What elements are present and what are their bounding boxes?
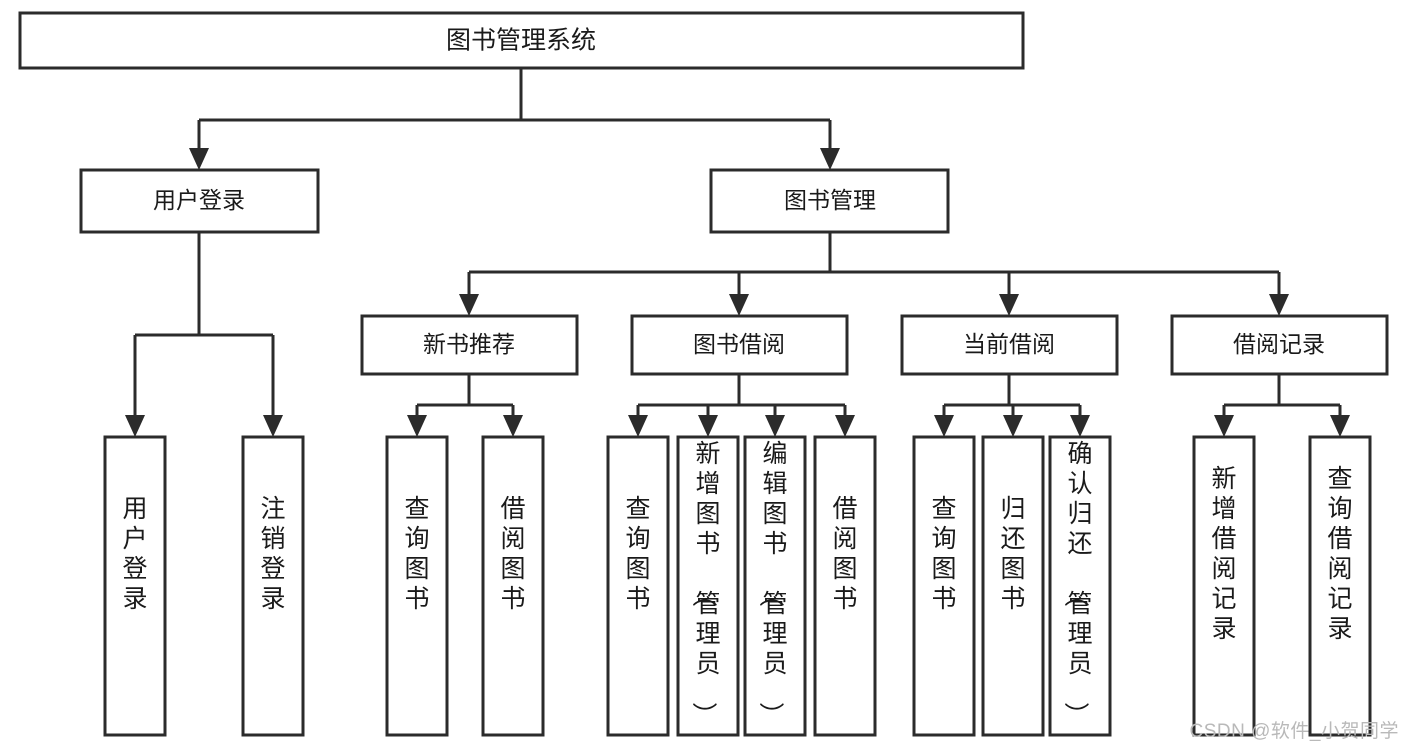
arrow-leaf-query-book-3 — [934, 415, 954, 437]
node-user-login[interactable]: 用户登录 — [79, 168, 320, 234]
leaf-add-borrow-record-box[interactable] — [1192, 435, 1256, 737]
arrow-leaf-query-book-2 — [628, 415, 648, 437]
leaf-user-login-label: 用户登录 — [122, 495, 147, 613]
connector-group-root — [189, 68, 840, 170]
leaf-borrow-book-1-label: 借阅图书 — [500, 495, 525, 613]
leaf-query-book-1-box[interactable] — [385, 435, 449, 737]
arrow-to-book-mgmt — [820, 148, 840, 170]
leaf-query-borrow-record[interactable]: 查询借阅记录 — [1308, 435, 1372, 737]
leaf-return-book-box[interactable] — [981, 435, 1045, 737]
leaf-query-book-3-label: 查询图书 — [931, 495, 956, 613]
leaf-add-borrow-record-label: 新增借阅记录 — [1211, 465, 1236, 643]
arrow-leaf-query-book-1 — [407, 415, 427, 437]
node-new-book-recommend-box[interactable] — [360, 314, 579, 376]
node-book-borrow-box[interactable] — [630, 314, 849, 376]
connector-group-user-login — [125, 232, 283, 437]
leaf-confirm-return-admin[interactable]: 确认归还（管理员） — [1048, 435, 1112, 737]
node-user-login-label: 用户登录 — [153, 187, 245, 213]
node-user-login-box[interactable] — [79, 168, 320, 234]
leaf-borrow-book-2[interactable]: 借阅图书 — [813, 435, 877, 737]
arrow-leaf-query-borrow-record — [1330, 415, 1350, 437]
leaf-return-book-label: 归还图书 — [1000, 495, 1025, 613]
leaf-borrow-book-2-box[interactable] — [813, 435, 877, 737]
leaf-query-book-2[interactable]: 查询图书 — [606, 435, 670, 737]
arrow-leaf-add-borrow-record — [1214, 415, 1234, 437]
node-book-borrow-label: 图书借阅 — [693, 331, 785, 357]
leaf-borrow-book-2-label: 借阅图书 — [832, 495, 857, 613]
node-book-management[interactable]: 图书管理 — [709, 168, 950, 234]
arrow-to-current-borrow — [999, 294, 1019, 316]
root-node-label: 图书管理系统 — [446, 27, 596, 55]
arrow-to-new-book-recommend — [459, 294, 479, 316]
leaf-logout[interactable]: 注销登录 — [241, 435, 305, 737]
arrow-leaf-borrow-book-2 — [835, 415, 855, 437]
leaf-borrow-book-1[interactable]: 借阅图书 — [481, 435, 545, 737]
connector-group-current-borrow — [934, 374, 1090, 437]
connector-group-book-mgmt — [459, 232, 1289, 316]
arrow-leaf-borrow-book-1 — [503, 415, 523, 437]
leaf-add-book-admin[interactable]: 新增图书（管理员） — [676, 435, 740, 737]
connector-group-new-book-recommend — [407, 374, 523, 437]
connector-group-borrow-record — [1214, 374, 1350, 437]
arrow-leaf-confirm-return-admin — [1070, 415, 1090, 437]
node-borrow-record-label: 借阅记录 — [1233, 331, 1325, 357]
leaf-query-book-3[interactable]: 查询图书 — [912, 435, 976, 737]
arrow-to-book-borrow — [729, 294, 749, 316]
leaf-logout-box[interactable] — [241, 435, 305, 737]
node-book-management-box[interactable] — [709, 168, 950, 234]
node-current-borrow-label: 当前借阅 — [963, 331, 1055, 357]
leaf-user-login-box[interactable] — [103, 435, 167, 737]
node-book-management-label: 图书管理 — [784, 187, 876, 213]
node-new-book-recommend-label: 新书推荐 — [423, 331, 515, 357]
arrow-leaf-return-book — [1003, 415, 1023, 437]
leaf-query-book-2-box[interactable] — [606, 435, 670, 737]
leaf-query-book-1-label: 查询图书 — [404, 495, 429, 613]
connector-group-book-borrow — [628, 374, 855, 437]
leaf-query-book-2-label: 查询图书 — [625, 495, 650, 613]
leaf-confirm-return-admin-box[interactable] — [1048, 435, 1112, 737]
leaf-user-login[interactable]: 用户登录 — [103, 435, 167, 737]
arrow-leaf-user-login — [125, 415, 145, 437]
leaf-return-book[interactable]: 归还图书 — [981, 435, 1045, 737]
node-current-borrow-box[interactable] — [900, 314, 1119, 376]
leaf-logout-label: 注销登录 — [260, 495, 285, 613]
leaf-borrow-book-1-box[interactable] — [481, 435, 545, 737]
leaf-edit-book-admin[interactable]: 编辑图书（管理员） — [743, 435, 807, 737]
node-current-borrow[interactable]: 当前借阅 — [900, 314, 1119, 376]
leaf-query-book-1[interactable]: 查询图书 — [385, 435, 449, 737]
leaf-query-book-3-box[interactable] — [912, 435, 976, 737]
node-borrow-record-box[interactable] — [1170, 314, 1389, 376]
root-node-box[interactable] — [18, 11, 1025, 70]
node-new-book-recommend[interactable]: 新书推荐 — [360, 314, 579, 376]
leaf-add-book-admin-box[interactable] — [676, 435, 740, 737]
node-book-borrow[interactable]: 图书借阅 — [630, 314, 849, 376]
arrow-to-borrow-record — [1269, 294, 1289, 316]
arrow-leaf-logout — [263, 415, 283, 437]
leaf-edit-book-admin-label: 编辑图书（管理员） — [756, 440, 787, 727]
leaf-edit-book-admin-box[interactable] — [743, 435, 807, 737]
arrow-to-user-login — [189, 148, 209, 170]
leaf-query-borrow-record-label: 查询借阅记录 — [1327, 465, 1352, 643]
leaf-query-borrow-record-box[interactable] — [1308, 435, 1372, 737]
leaf-add-borrow-record[interactable]: 新增借阅记录 — [1192, 435, 1256, 737]
arrow-leaf-edit-book-admin — [765, 415, 785, 437]
node-borrow-record[interactable]: 借阅记录 — [1170, 314, 1389, 376]
leaf-confirm-return-admin-label: 确认归还（管理员） — [1061, 440, 1092, 727]
arrow-leaf-add-book-admin — [698, 415, 718, 437]
leaf-add-book-admin-label: 新增图书（管理员） — [689, 440, 720, 727]
root-node[interactable]: 图书管理系统 — [18, 11, 1025, 70]
